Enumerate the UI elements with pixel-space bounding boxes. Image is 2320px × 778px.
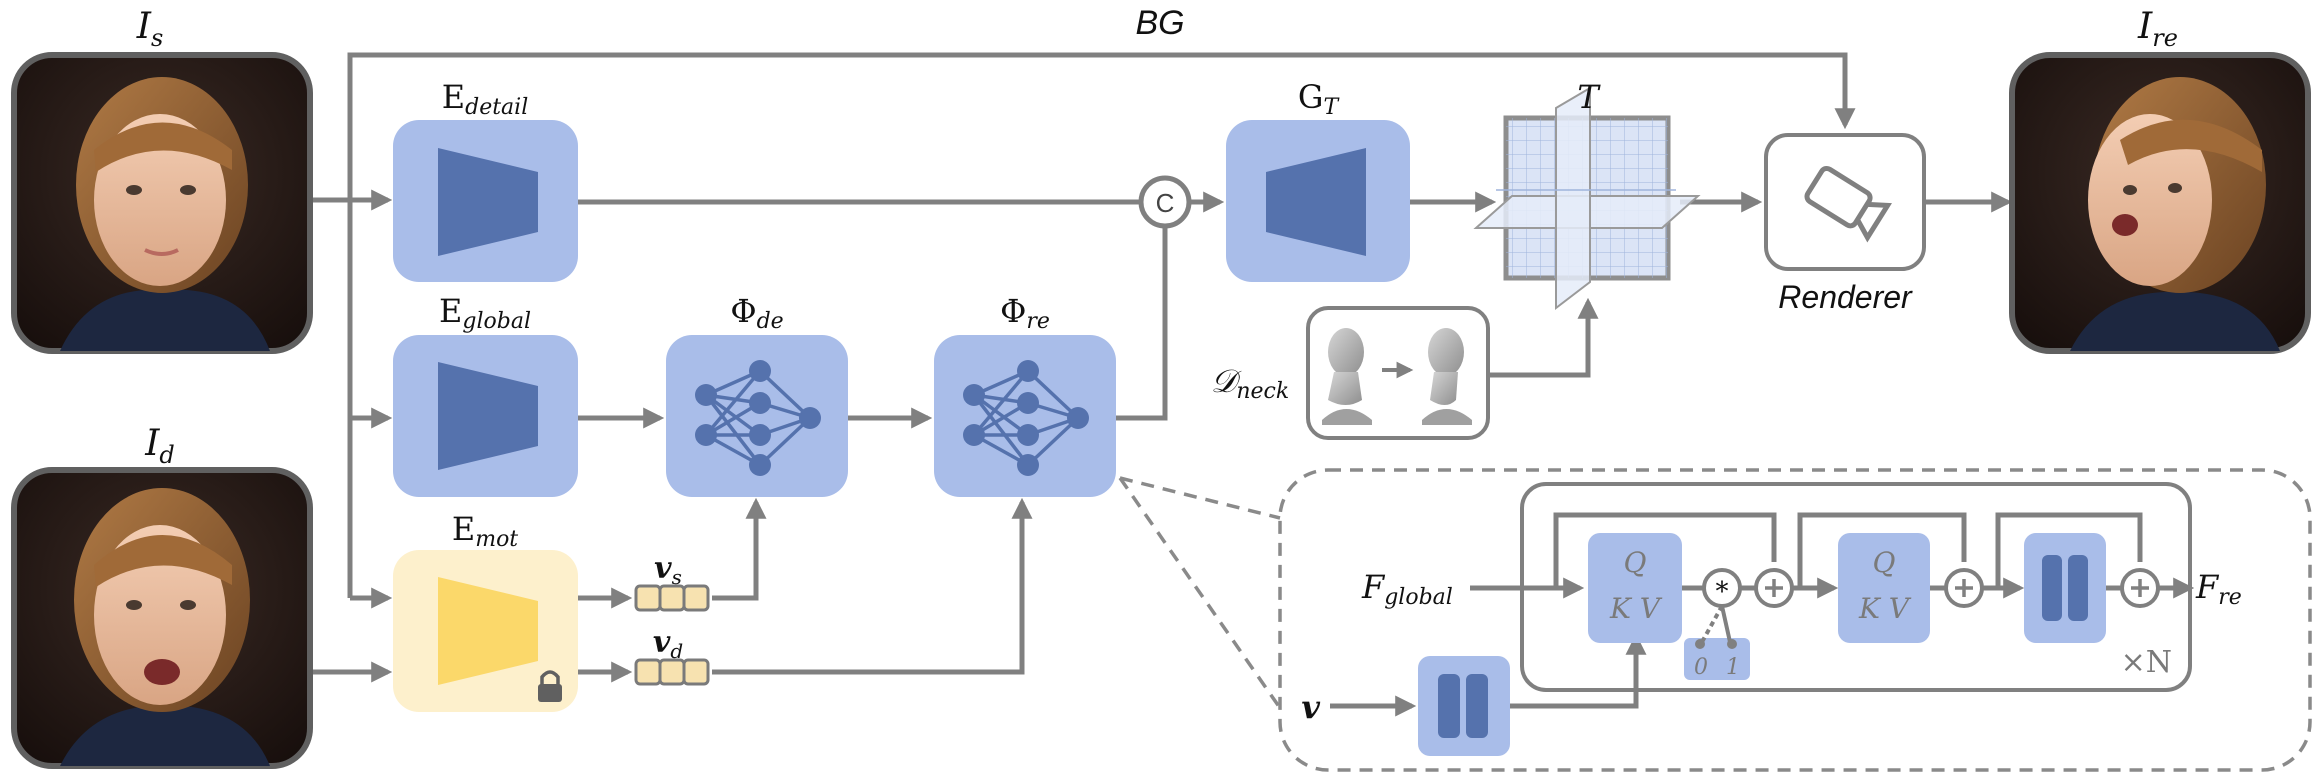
vs-to-phide xyxy=(712,497,767,601)
svg-text:1: 1 xyxy=(1726,655,1740,680)
vector-vd-label: vd xyxy=(653,625,683,663)
svg-text:C: C xyxy=(1156,188,1175,218)
camera-icon xyxy=(1804,165,1892,243)
attention-block-2: Q K V xyxy=(1838,533,1930,643)
svg-text:*: * xyxy=(1716,577,1729,607)
network-phi-re-label: Φre xyxy=(1000,292,1050,334)
source-image xyxy=(11,52,313,354)
fre-label: Fre xyxy=(2195,568,2242,610)
neck-to-t xyxy=(1490,297,1599,378)
encoder-global-label: Eglobal xyxy=(439,292,531,334)
network-phi-de xyxy=(666,335,848,497)
phire-to-c xyxy=(1116,228,1168,421)
svg-text:0: 0 xyxy=(1694,655,1708,680)
vector-vs xyxy=(634,584,710,612)
source-label: Is xyxy=(136,6,164,52)
triplane-label: T xyxy=(1577,78,1601,116)
neck-label: 𝒟neck xyxy=(1211,362,1289,404)
vd-to-phire xyxy=(712,497,1033,675)
detail-block: Q K V * 0 1 Q K V xyxy=(1301,482,2242,756)
encoder-detail-label: Edetail xyxy=(442,78,529,120)
concat-node: C xyxy=(1138,175,1192,229)
network-phi-de-label: Φde xyxy=(730,292,783,334)
repeat-label: ×N xyxy=(2121,645,2172,680)
mask-switch: 0 1 xyxy=(1684,605,1750,680)
renderer xyxy=(1764,133,1926,271)
network-phi-re xyxy=(934,335,1116,497)
add-node-2 xyxy=(1944,568,1984,608)
v-input-label: v xyxy=(1301,688,1320,726)
output-image xyxy=(2009,52,2311,354)
svg-text:K V: K V xyxy=(1858,592,1912,625)
triplane xyxy=(1473,86,1701,311)
encoder-mot xyxy=(393,550,578,712)
add-node-3 xyxy=(2120,568,2160,608)
svg-text:K V: K V xyxy=(1609,592,1663,625)
bg-label: BG xyxy=(1135,4,1184,42)
svg-text:Q: Q xyxy=(1873,546,1896,579)
encoder-mot-label: Emot xyxy=(452,510,518,552)
add-node-1 xyxy=(1754,568,1794,608)
driving-image xyxy=(11,467,313,769)
head-icon xyxy=(1422,328,1472,425)
attention-block-1: Q K V xyxy=(1588,533,1682,643)
callout-connector xyxy=(1118,468,2312,772)
vector-vd xyxy=(634,658,710,686)
fglobal-label: Fglobal xyxy=(1361,568,1453,610)
output-label: Ire xyxy=(2137,6,2178,52)
mask-multiply-node: * xyxy=(1702,568,1742,608)
ffn-block xyxy=(2024,533,2106,643)
neck-deformation xyxy=(1306,306,1490,440)
connections xyxy=(312,52,2013,683)
vector-vs-label: vs xyxy=(654,551,682,589)
v-ffn-block xyxy=(1418,656,1510,756)
encoder-detail xyxy=(393,120,578,282)
lock-icon xyxy=(538,670,562,702)
renderer-label: Renderer xyxy=(1778,279,1913,315)
encoder-global xyxy=(393,335,578,497)
head-icon xyxy=(1322,328,1372,425)
svg-text:Q: Q xyxy=(1624,546,1647,579)
generator-gt-label: GT xyxy=(1298,78,1341,120)
driving-label: Id xyxy=(144,423,175,469)
generator-gt xyxy=(1226,120,1410,282)
